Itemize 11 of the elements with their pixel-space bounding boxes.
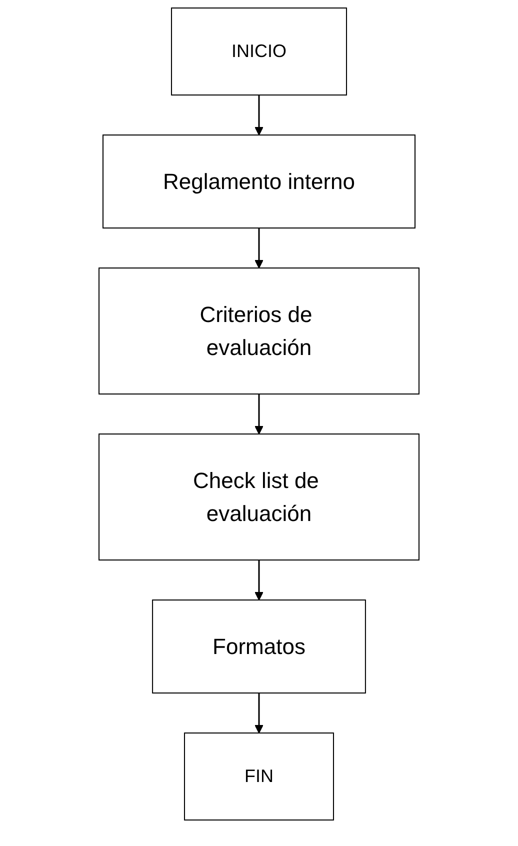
arrow bbox=[254, 693, 264, 734]
arrow bbox=[254, 394, 264, 434]
node-box: Formatos bbox=[152, 600, 366, 694]
node-box: INICIO bbox=[171, 8, 347, 96]
node-box: Check list de evaluación bbox=[98, 434, 420, 560]
node-box: FIN bbox=[184, 732, 334, 820]
node-box: Reglamento interno bbox=[102, 134, 416, 228]
arrow bbox=[254, 95, 264, 136]
arrow bbox=[254, 228, 264, 268]
node-box: Criterios de evaluación bbox=[98, 268, 420, 394]
arrow bbox=[254, 560, 264, 600]
